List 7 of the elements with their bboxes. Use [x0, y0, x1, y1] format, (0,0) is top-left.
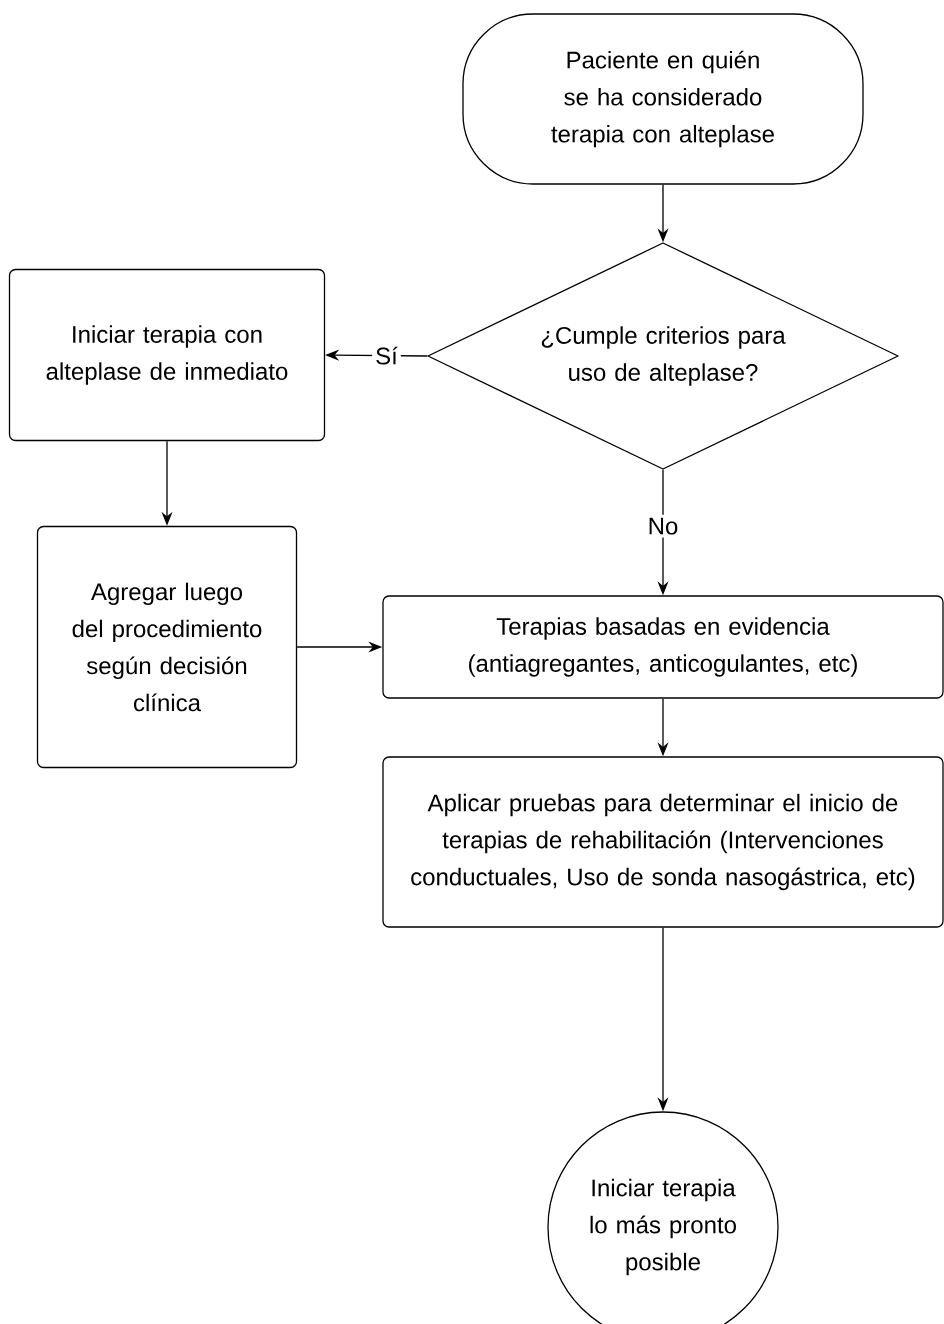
process-box: Aplicar pruebas para determinar el inicio de terapias de rehabilitación (Intervenciones conductuales, Uso de sonda nasogástrica, etc)	[382, 756, 944, 928]
edge-label: Sí	[372, 343, 401, 368]
process-box: Terapias basadas en evidencia (antiagregantes, anticogulantes, etc)	[382, 595, 944, 699]
start-terminal: Paciente en quién se ha considerado terapia con alteplase	[462, 13, 864, 185]
edge-label: No	[644, 514, 682, 538]
process-box: Iniciar terapia con alteplase de inmediato	[8, 268, 326, 442]
process-box: Agregar luego del procedimiento según decisión clínica	[36, 525, 298, 769]
